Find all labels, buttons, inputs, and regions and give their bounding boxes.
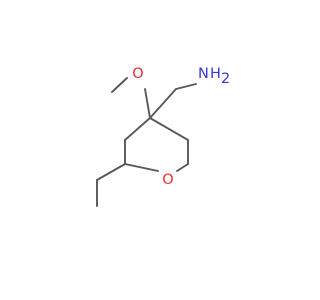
bond-quaternary-c-to-ch2n (149, 88, 177, 119)
bond-ch2n-to-nitrogen (175, 83, 197, 90)
bond-quaternary-c-to-methoxy-oxygen (144, 88, 151, 119)
methoxy-oxygen-label: O (132, 66, 143, 82)
amine-nitrogen-label: N (198, 66, 209, 82)
bond-ch2-o-to-ring-oxygen (176, 163, 189, 172)
amine-hydrogen-label: H (210, 66, 221, 82)
bond-methoxy-oxygen-to-ch3 (111, 77, 128, 93)
molecule-structure: O O N H 2 (96, 66, 230, 207)
bond-quaternary-c-to-ch2-right (149, 117, 189, 141)
bond-ring-oxygen-to-ch (124, 163, 159, 172)
amine-hydrogen-count-subscript: 2 (221, 71, 230, 87)
ring-oxygen-label: O (162, 172, 173, 188)
bond-ch-to-ethyl-ch2 (96, 163, 126, 181)
bond-ch2-left-to-quaternary-c (124, 117, 151, 141)
